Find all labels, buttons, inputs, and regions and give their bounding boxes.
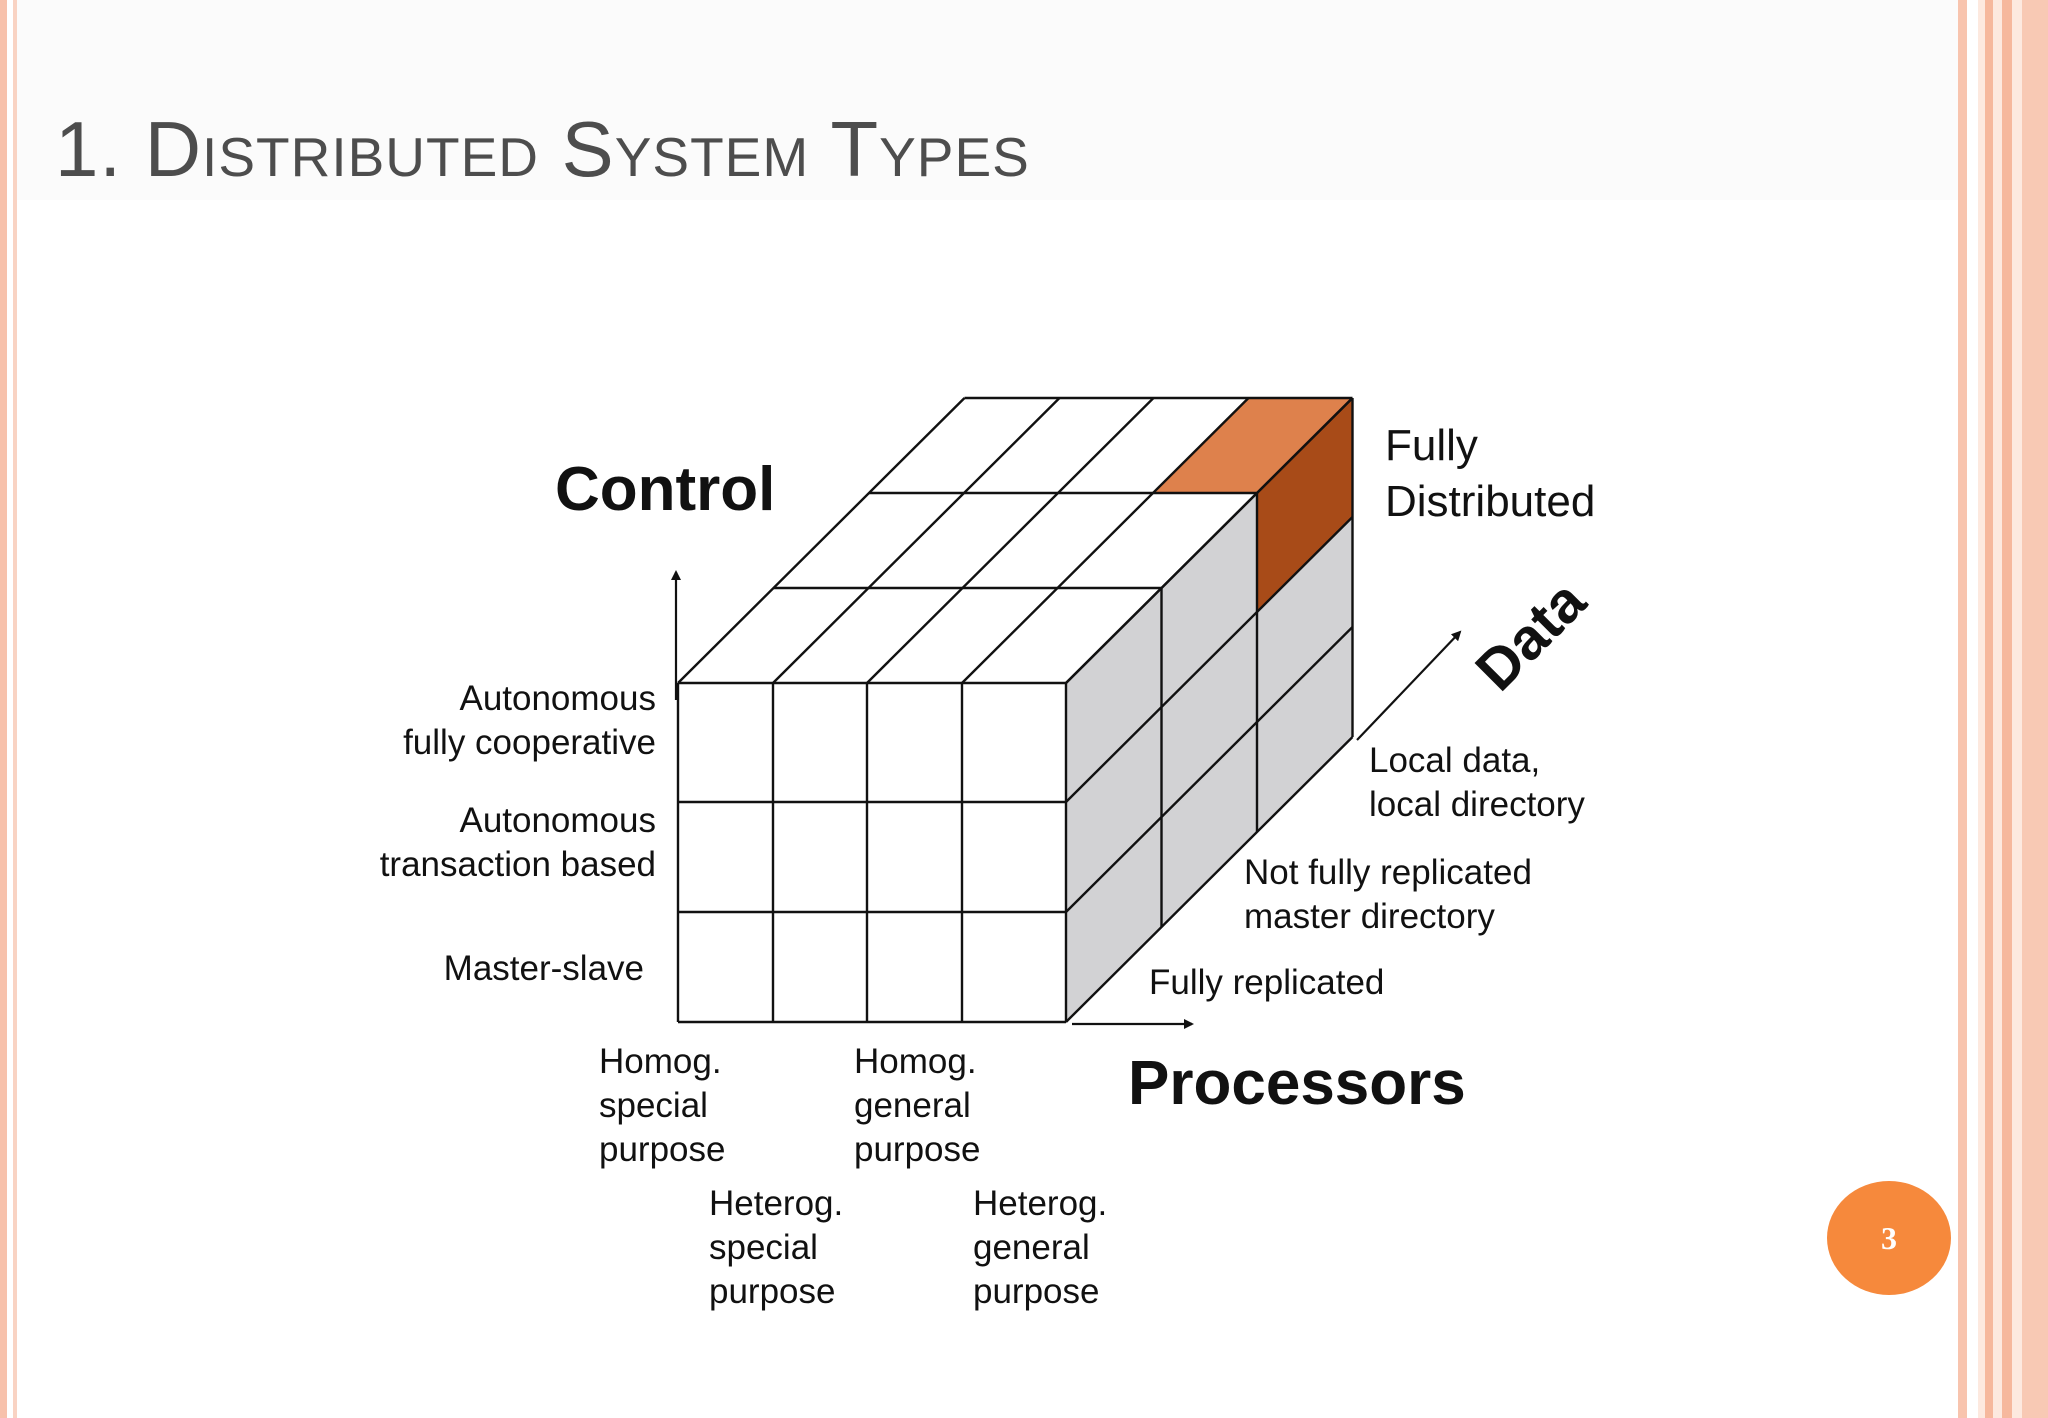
control-level-label: Autonomous transaction based xyxy=(380,801,656,884)
slide-title: 1. Distributed System Types xyxy=(55,105,1030,193)
processor-type-label-line: Heterog. xyxy=(709,1184,843,1223)
processor-type-label-line: purpose xyxy=(709,1272,835,1311)
slide-border-right-stripe xyxy=(2002,0,2012,1418)
highlight-top-cell xyxy=(1153,398,1353,493)
data-level-label: Fully replicated xyxy=(1149,963,1384,1002)
side-grid-line xyxy=(1065,397,1354,684)
top-grid-line xyxy=(961,397,1250,684)
control-level-label-line: Autonomous xyxy=(459,679,656,718)
side-grid-line xyxy=(1065,736,1354,1023)
processor-type-label: Heterog. general purpose xyxy=(973,1184,1107,1311)
data-level-label-line: Fully replicated xyxy=(1149,963,1384,1002)
data-level-label-line: local directory xyxy=(1369,785,1585,824)
processor-type-label: Homog. special purpose xyxy=(599,1042,725,1169)
processor-type-label-line: general xyxy=(973,1228,1090,1267)
processor-type-label: Homog. general purpose xyxy=(854,1042,980,1169)
data-level-label-line: Local data, xyxy=(1369,741,1540,780)
data-level-label: Not fully replicated master directory xyxy=(1244,853,1532,936)
top-grid-line xyxy=(866,397,1155,684)
cube-front-face xyxy=(678,683,1066,1022)
control-level-label-line: fully cooperative xyxy=(403,723,656,762)
processor-type-label-line: purpose xyxy=(599,1130,725,1169)
control-level-label-line: Master-slave xyxy=(444,949,644,988)
cube xyxy=(676,396,1354,1024)
data-level-label-line: master directory xyxy=(1244,897,1495,936)
slide-border-left xyxy=(0,0,7,1418)
slide-border-right-stripe xyxy=(1985,0,1993,1418)
processor-type-label-line: special xyxy=(709,1228,818,1267)
side-grid-line xyxy=(1065,626,1354,913)
processor-type-label-line: special xyxy=(599,1086,708,1125)
top-grid-line xyxy=(677,397,966,684)
data-axis-arrow xyxy=(1356,630,1462,741)
fully-distributed-label-line: Fully xyxy=(1385,421,1478,470)
side-grid-line xyxy=(1065,516,1354,803)
data-axis-label-line: Data xyxy=(1463,568,1598,703)
title-band xyxy=(17,0,1958,200)
data-level-label-line: Not fully replicated xyxy=(1244,853,1532,892)
processor-type-label-line: purpose xyxy=(854,1130,980,1169)
processor-type-label-line: general xyxy=(854,1086,971,1125)
processors-axis-label-line: Processors xyxy=(1128,1049,1466,1118)
page-number-badge: 3 xyxy=(1827,1181,1951,1295)
slide-border-left-inner xyxy=(13,0,17,1418)
slide-border-right-stripe xyxy=(2022,0,2048,1418)
data-level-label: Local data, local directory xyxy=(1369,741,1585,824)
control-axis-label-line: Control xyxy=(555,455,775,524)
highlight-side-cell xyxy=(1257,398,1353,612)
processor-type-label-line: Homog. xyxy=(599,1042,722,1081)
control-axis-label: Control xyxy=(555,455,775,524)
processor-type-label: Heterog. special purpose xyxy=(709,1184,843,1311)
control-level-label: Autonomous fully cooperative xyxy=(403,679,656,762)
processors-axis-label: Processors xyxy=(1128,1049,1466,1118)
top-grid-line xyxy=(772,397,1061,684)
control-level-label: Master-slave xyxy=(444,949,644,988)
control-level-label-line: transaction based xyxy=(380,845,656,884)
slide-border-right xyxy=(1958,0,1967,1418)
data-axis-label: Data xyxy=(1463,568,1598,703)
processor-type-label-line: Heterog. xyxy=(973,1184,1107,1223)
processor-type-label-line: Homog. xyxy=(854,1042,977,1081)
axes xyxy=(671,570,1462,1029)
control-level-label-line: Autonomous xyxy=(459,801,656,840)
fully-distributed-label-line: Distributed xyxy=(1385,477,1595,526)
processor-type-label-line: purpose xyxy=(973,1272,1099,1311)
